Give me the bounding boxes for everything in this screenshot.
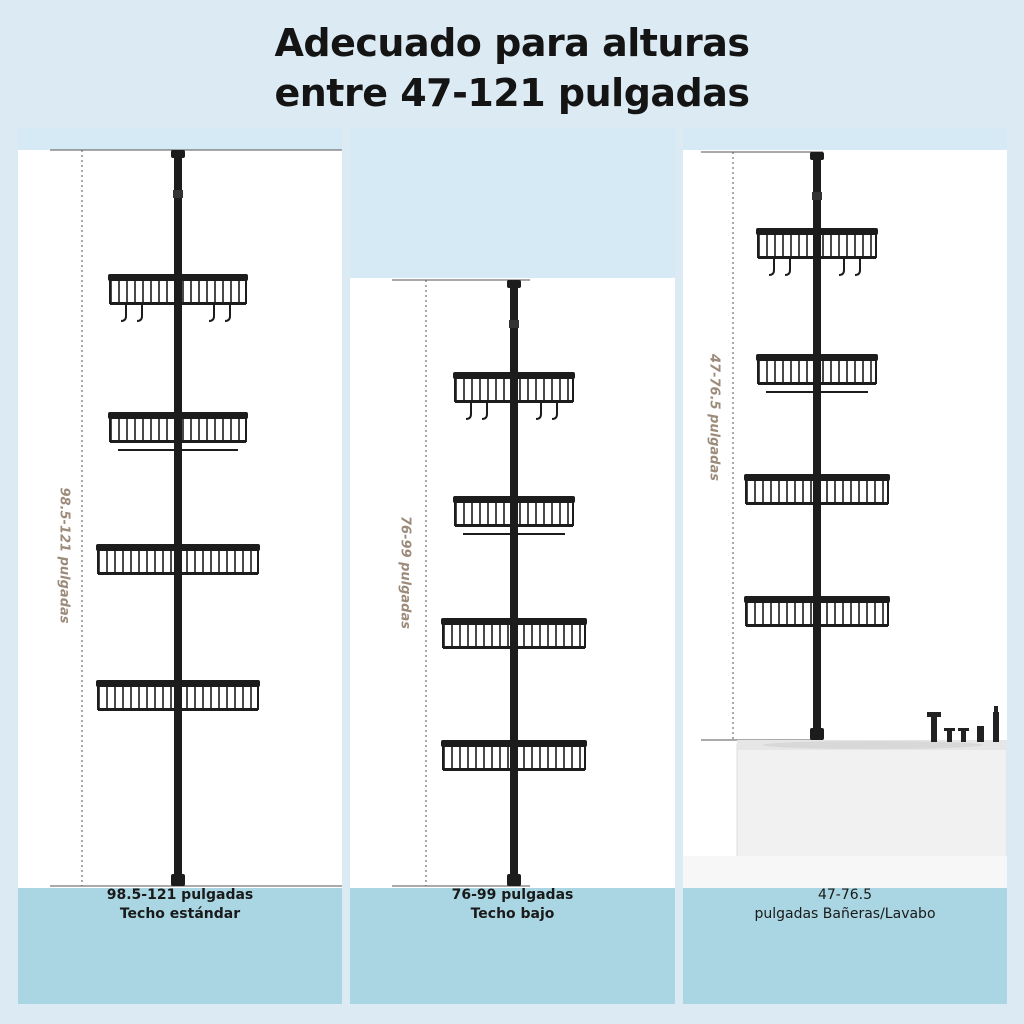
ceiling-band (683, 128, 1007, 150)
pole-bottom-cap (810, 728, 824, 740)
pole (813, 152, 821, 740)
title-line-2: entre 47-121 pulgadas (274, 71, 750, 115)
hook-icon (136, 304, 143, 322)
hook-icon (768, 258, 775, 276)
hook-icon (481, 402, 488, 420)
corner-basket (108, 274, 248, 322)
pole-bottom-cap (507, 874, 521, 886)
corner-basket (453, 372, 575, 420)
corner-basket (441, 618, 587, 649)
hook-icon (224, 304, 231, 322)
pole-bottom-cap (171, 874, 185, 886)
shower-caddy-illustration (50, 149, 342, 887)
caption-type: Techo estándar (119, 906, 241, 922)
bathtub (683, 740, 1007, 888)
tension-pole-caddy (441, 280, 587, 886)
caption-height: 98.5-121 pulgadas (106, 887, 254, 903)
caption-type: Techo bajo (470, 906, 555, 922)
corner-basket (453, 496, 575, 535)
panel-bathtub: 47-76.5 pulgadas 47-76.5 pulgadas Bañera… (683, 128, 1007, 1004)
corner-basket (756, 354, 878, 393)
hook-icon (838, 258, 845, 276)
tension-pole-caddy (96, 150, 260, 886)
shower-caddy-illustration (683, 151, 1007, 888)
caption-low-ceiling: 76-99 pulgadas Techo bajo (350, 887, 675, 1004)
caption-height: 76-99 pulgadas (451, 887, 574, 903)
faucet-icon (927, 706, 999, 742)
pole-joint (509, 320, 519, 328)
panel-standard-ceiling: 98.5-121 pulgadas 98.5-121 pulgadas Tech… (18, 128, 342, 1004)
tension-pole-caddy (744, 152, 890, 740)
corner-basket (108, 412, 248, 451)
pole (174, 150, 182, 886)
page-title: Adecuado para alturas entre 47-121 pulga… (0, 18, 1024, 118)
corner-basket (744, 596, 890, 627)
panel-low-ceiling: 76-99 pulgadas 76-99 pulgadas Techo bajo (350, 128, 675, 1004)
pole-joint (173, 190, 183, 198)
pole-top-cap (507, 280, 521, 288)
title-line-1: Adecuado para alturas (274, 21, 750, 65)
hook-icon (551, 402, 558, 420)
height-range-label: 76-99 pulgadas (397, 515, 413, 629)
caption-height: 47-76.5 (817, 887, 873, 903)
corner-basket (96, 680, 260, 711)
hook-icon (120, 304, 127, 322)
height-range-label: 47-76.5 pulgadas (706, 354, 722, 481)
corner-basket (96, 544, 260, 575)
ceiling-band (18, 128, 342, 150)
hook-icon (784, 258, 791, 276)
corner-basket (744, 474, 890, 505)
ceiling-band (350, 128, 675, 278)
caption-type: pulgadas Bañeras/Lavabo (754, 906, 936, 922)
caption-bathtub: 47-76.5 pulgadas Bañeras/Lavabo (683, 887, 1007, 1004)
corner-basket (756, 228, 878, 276)
pole-joint (812, 192, 822, 200)
hook-icon (465, 402, 472, 420)
hook-icon (854, 258, 861, 276)
pole-top-cap (810, 152, 824, 160)
caption-standard-ceiling: 98.5-121 pulgadas Techo estándar (18, 887, 342, 1004)
hook-icon (535, 402, 542, 420)
pole (510, 280, 518, 886)
pole-top-cap (171, 150, 185, 158)
hook-icon (208, 304, 215, 322)
shower-caddy-illustration (392, 279, 587, 887)
height-range-label: 98.5-121 pulgadas (56, 487, 72, 624)
corner-basket (441, 740, 587, 771)
